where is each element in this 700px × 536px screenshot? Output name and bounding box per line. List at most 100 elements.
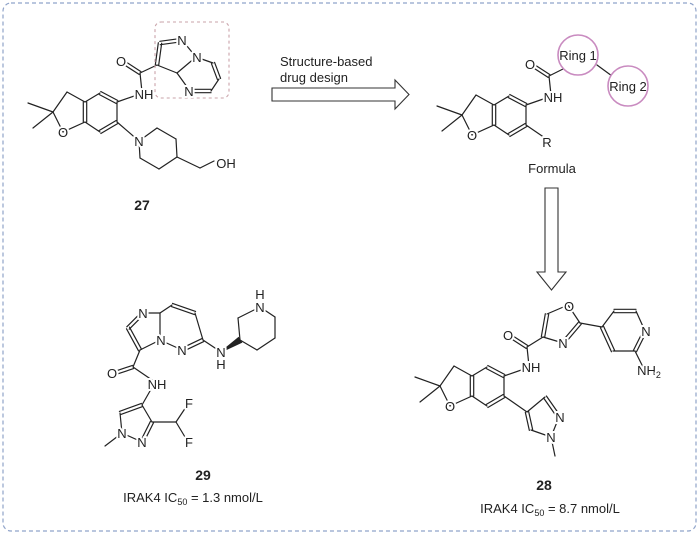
- bond: [181, 39, 197, 58]
- bond: [439, 385, 451, 407]
- double-bond: [126, 311, 143, 328]
- double-bond: [100, 122, 119, 135]
- bond: [439, 365, 455, 387]
- atom-n: N: [117, 426, 126, 441]
- bond: [461, 114, 473, 136]
- compound-28: O NH O O N N NH2 N N 28 IRAK4 IC50 = 8.7…: [443, 297, 663, 518]
- atom-nh: NH: [148, 377, 167, 392]
- bond: [436, 105, 463, 116]
- double-bond: [114, 368, 135, 376]
- bond: [579, 322, 603, 328]
- bond: [635, 310, 646, 332]
- atom-nh: NH: [544, 90, 563, 105]
- double-bond: [632, 329, 645, 351]
- atom-n: N: [255, 300, 264, 315]
- double-bond: [139, 420, 152, 442]
- double-bond: [182, 340, 205, 353]
- atom-o: O: [503, 328, 513, 343]
- design-label-line1: Structure-based: [280, 54, 373, 69]
- bond: [175, 138, 178, 158]
- double-bond: [561, 321, 580, 343]
- bond: [453, 365, 473, 377]
- ring2-circle: [607, 65, 649, 107]
- atom-n: N: [192, 50, 201, 65]
- bond: [550, 416, 560, 438]
- double-bond: [171, 302, 197, 312]
- atom-nh: NH: [522, 360, 541, 375]
- bond: [139, 157, 160, 170]
- atom-n: N: [138, 306, 147, 321]
- bond: [156, 127, 177, 140]
- compound-27-label: 27: [134, 197, 150, 213]
- ring2-label: Ring 2: [609, 79, 647, 94]
- double-bond: [508, 336, 527, 350]
- atom-f: F: [185, 396, 193, 411]
- general-formula: O NH O R Ring 1 Ring 2 Formula: [465, 34, 649, 176]
- bond: [239, 339, 258, 351]
- atom-o: O: [467, 128, 477, 143]
- double-bond: [485, 393, 504, 406]
- bond: [449, 395, 473, 407]
- bond: [567, 304, 581, 324]
- bond: [526, 346, 530, 367]
- bond: [526, 336, 544, 348]
- double-bond: [213, 61, 222, 80]
- atom-nh: NH: [135, 87, 154, 102]
- double-bond: [487, 364, 506, 376]
- double-bond: [524, 411, 530, 431]
- bond: [601, 310, 615, 328]
- bond: [52, 111, 64, 133]
- double-bond: [123, 59, 142, 73]
- double-bond: [113, 364, 134, 372]
- bond: [471, 124, 495, 136]
- bond: [199, 160, 215, 169]
- compound-29-label: 29: [195, 467, 211, 483]
- double-bond: [507, 96, 526, 108]
- atom-f: F: [185, 435, 193, 450]
- bond: [116, 93, 141, 103]
- bond: [62, 121, 86, 133]
- atom-n: N: [134, 134, 143, 149]
- atom-n: N: [184, 84, 193, 99]
- ring1-label: Ring 1: [559, 48, 597, 63]
- atom-o: O: [116, 54, 126, 69]
- double-bond: [509, 125, 528, 138]
- bond: [530, 429, 552, 438]
- double-bond: [487, 396, 506, 409]
- double-bond: [530, 65, 549, 79]
- atom-o: O: [564, 299, 574, 314]
- bond: [138, 127, 158, 142]
- double-bond: [528, 411, 534, 431]
- bond: [471, 395, 488, 407]
- bond: [525, 96, 550, 106]
- double-bond: [210, 62, 219, 81]
- bond: [32, 111, 54, 129]
- bond: [195, 56, 214, 64]
- double-bond: [509, 93, 528, 105]
- design-arrow-down: [535, 187, 568, 291]
- double-bond: [98, 93, 117, 105]
- atom-o: O: [58, 125, 68, 140]
- bond: [256, 337, 276, 351]
- atom-r: R: [542, 135, 551, 150]
- atom-n: N: [555, 410, 564, 425]
- atom-h: H: [216, 357, 225, 372]
- double-bond: [118, 402, 143, 413]
- double-bond: [100, 90, 119, 102]
- design-arrow-right: Structure-based drug design: [271, 54, 410, 111]
- double-bond: [154, 42, 159, 66]
- bond: [52, 91, 68, 113]
- atom-nh2: NH2: [637, 363, 661, 380]
- atom-n: N: [216, 345, 225, 360]
- double-bond: [125, 328, 140, 352]
- bond: [493, 124, 510, 136]
- bond: [104, 432, 123, 447]
- bond: [237, 306, 261, 319]
- bond: [259, 306, 276, 318]
- double-bond: [142, 422, 155, 444]
- double-bond: [532, 62, 551, 76]
- atom-n: N: [177, 33, 186, 48]
- bond: [503, 367, 528, 377]
- bond: [548, 67, 566, 77]
